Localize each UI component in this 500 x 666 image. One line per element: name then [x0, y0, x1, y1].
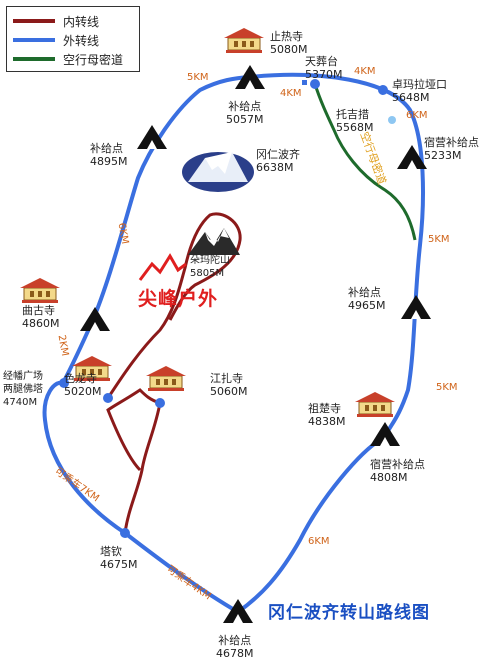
map-title: 冈仁波齐转山路线图	[268, 603, 430, 623]
distance-tick	[302, 80, 307, 85]
temple-icon-quqisi	[19, 277, 61, 304]
place-bujidian-right: 补给点 4965M	[348, 286, 386, 312]
distance-label: 6KM	[406, 110, 428, 121]
node-jiangzhasi	[155, 398, 165, 408]
legend-sky-swatch	[13, 57, 55, 61]
legend-sky: 空行母密道	[13, 51, 123, 67]
distance-label: 5KM	[428, 234, 450, 245]
legend-outer-swatch	[13, 38, 55, 42]
place-tianzangtai: 天葬台 5370M	[305, 55, 343, 81]
legend-sky-label: 空行母密道	[63, 52, 124, 67]
place-zuchusi: 祖楚寺 4838M	[308, 402, 346, 428]
node-zhuomala	[378, 85, 388, 95]
legend-inner: 内转线	[13, 13, 99, 29]
tent-icon-left	[137, 125, 167, 149]
watermark-text: 尖峰户外	[138, 288, 219, 310]
tent-icon-quqisi	[80, 307, 110, 331]
node-selongsi	[103, 393, 113, 403]
temple-icon-zuchusi	[354, 391, 396, 418]
mountain-kailash-icon	[182, 152, 254, 192]
legend-outer: 外转线	[13, 32, 99, 48]
legend: 内转线 外转线 空行母密道	[6, 6, 140, 72]
place-jingfan: 经幡广场 两腿佛塔 4740M	[3, 371, 43, 408]
place-duomutuoshan: 朵玛陀山 5805M	[190, 255, 230, 279]
node-tianzangtai	[310, 79, 320, 89]
tent-icon-bottom-right	[370, 422, 400, 446]
sky-path-line	[313, 83, 417, 241]
distance-label: 5KM	[436, 382, 458, 393]
node-jingfan	[59, 378, 69, 388]
inner-route-line	[106, 212, 242, 534]
distance-label: 4KM	[354, 66, 376, 77]
place-susheng-top: 宿营补给点 5233M	[424, 136, 479, 162]
tent-icon-right	[401, 295, 431, 319]
distance-label: 6KM	[308, 536, 330, 547]
place-tuoqicuo: 托吉措 5568M	[336, 108, 374, 134]
watermark-logo-icon	[138, 253, 187, 281]
place-taqin: 塔钦 4675M	[100, 545, 138, 571]
node-tuoqicuo-lake	[388, 116, 396, 124]
place-zhiresi: 止热寺 5080M	[270, 30, 308, 56]
legend-inner-label: 内转线	[63, 14, 100, 29]
place-selongsi: 色龙寺 5020M	[64, 372, 102, 398]
place-quqisi: 曲古寺 4860M	[22, 304, 60, 330]
outer-route-line	[42, 72, 425, 615]
distance-label: 4KM	[280, 88, 302, 99]
node-taqin	[120, 528, 130, 538]
place-gangrenboqi: 冈仁波齐 6638M	[256, 148, 300, 174]
place-bujidian-left: 补给点 4895M	[90, 142, 128, 168]
place-bujidian-top: 补给点 5057M	[226, 100, 264, 126]
mountain-duomutuo-icon	[188, 228, 240, 255]
temple-icon-zhiresi	[223, 27, 265, 54]
place-jiangzhasi: 江扎寺 5060M	[210, 372, 248, 398]
temple-icon-jiangzhasi	[145, 365, 187, 392]
distance-label: 5KM	[187, 72, 209, 83]
place-susheng-bottom: 宿营补给点 4808M	[370, 458, 425, 484]
legend-inner-swatch	[13, 19, 55, 23]
legend-outer-label: 外转线	[63, 33, 100, 48]
place-bujidian-bottom: 补给点 4678M	[216, 634, 254, 660]
place-zhuomalayakou: 卓玛拉垭口 5648M	[392, 78, 447, 104]
